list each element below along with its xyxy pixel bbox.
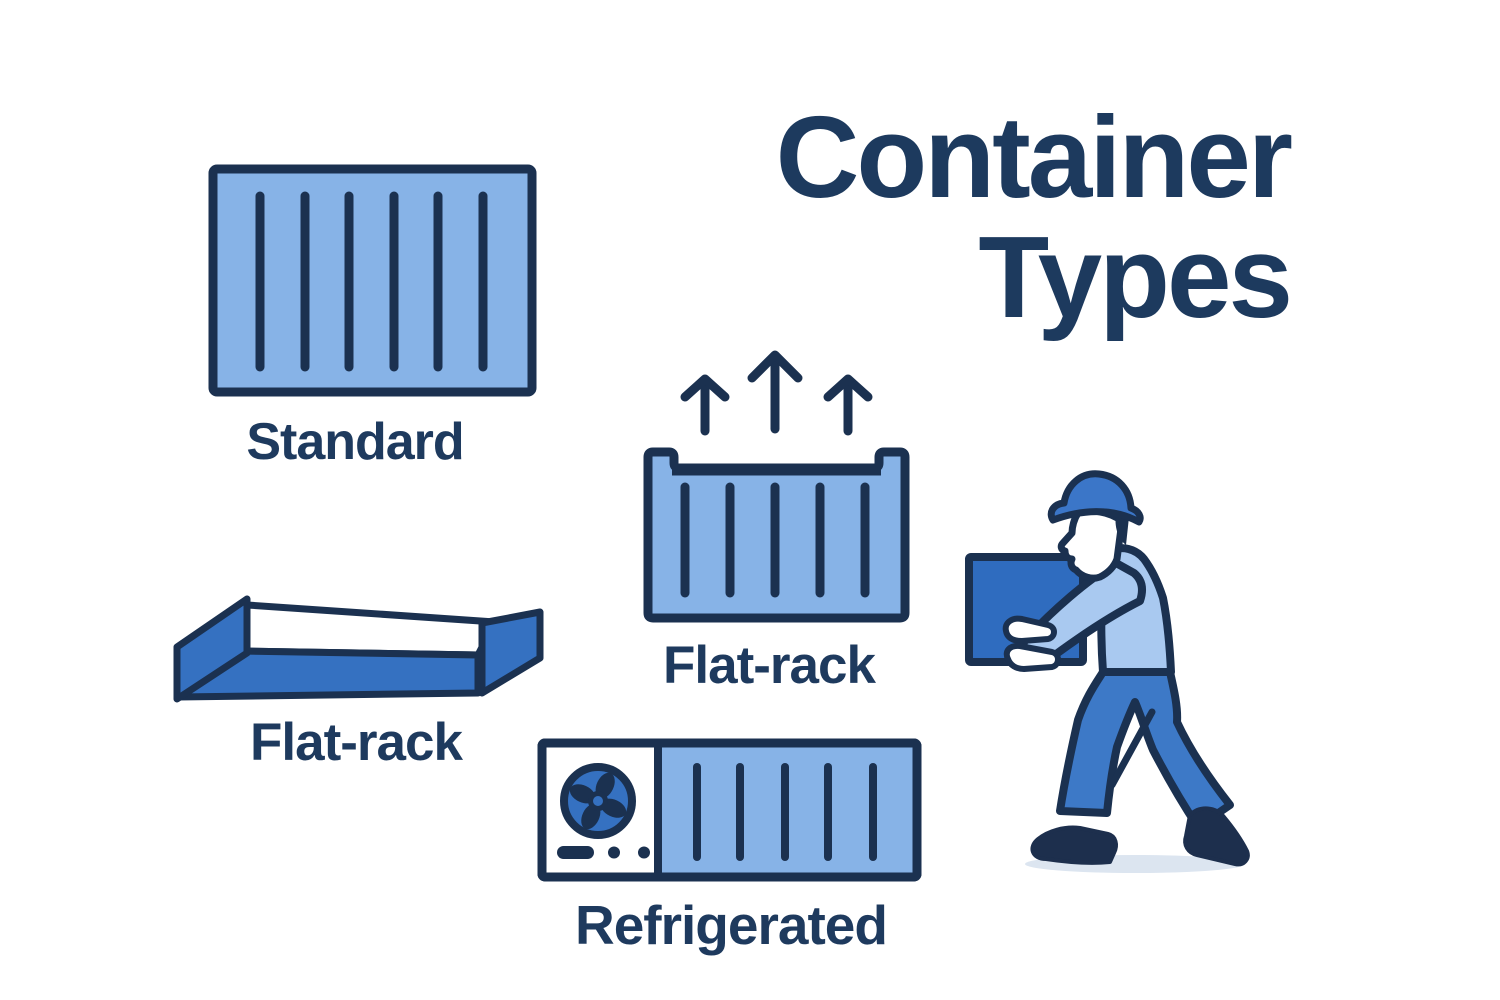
flat-rack-left-label: Flat-rack [250, 713, 463, 772]
flat-rack-middle-label: Flat-rack [663, 636, 876, 695]
pants-crease-line [1108, 708, 1156, 789]
corrugation-lines [680, 482, 870, 598]
page-title-line1: Container [775, 92, 1293, 222]
corrugation-lines [255, 191, 488, 372]
right-end-wall [478, 608, 544, 697]
corrugation-lines [693, 763, 877, 861]
worker-hand-lower [1003, 642, 1061, 672]
worker-back-boot [1183, 806, 1250, 867]
page-title-line2: Types [978, 212, 1293, 342]
refrigerated-label: Refrigerated [575, 894, 888, 956]
worker-front-boot [1030, 825, 1118, 865]
page-title: Container Types [620, 92, 1293, 342]
worker-face [1057, 507, 1126, 582]
worker-illustration [965, 470, 1250, 873]
standard-label: Standard [246, 413, 464, 471]
left-end-wall [173, 595, 251, 703]
standard-container-icon [208, 164, 537, 397]
up-arrows-icon [680, 350, 873, 436]
worker-hand-upper [1002, 615, 1057, 644]
flat-rack-platform-icon [173, 595, 544, 703]
hard-hat-icon [1047, 470, 1144, 526]
vent-bar [557, 846, 594, 859]
refrigerated-container-icon [537, 738, 922, 882]
open-top-container-icon [643, 350, 910, 623]
control-dot [638, 846, 650, 859]
worker-hair [1115, 513, 1129, 545]
control-dot [608, 846, 620, 859]
fan-icon [560, 763, 636, 839]
worker-pants [1056, 668, 1234, 831]
